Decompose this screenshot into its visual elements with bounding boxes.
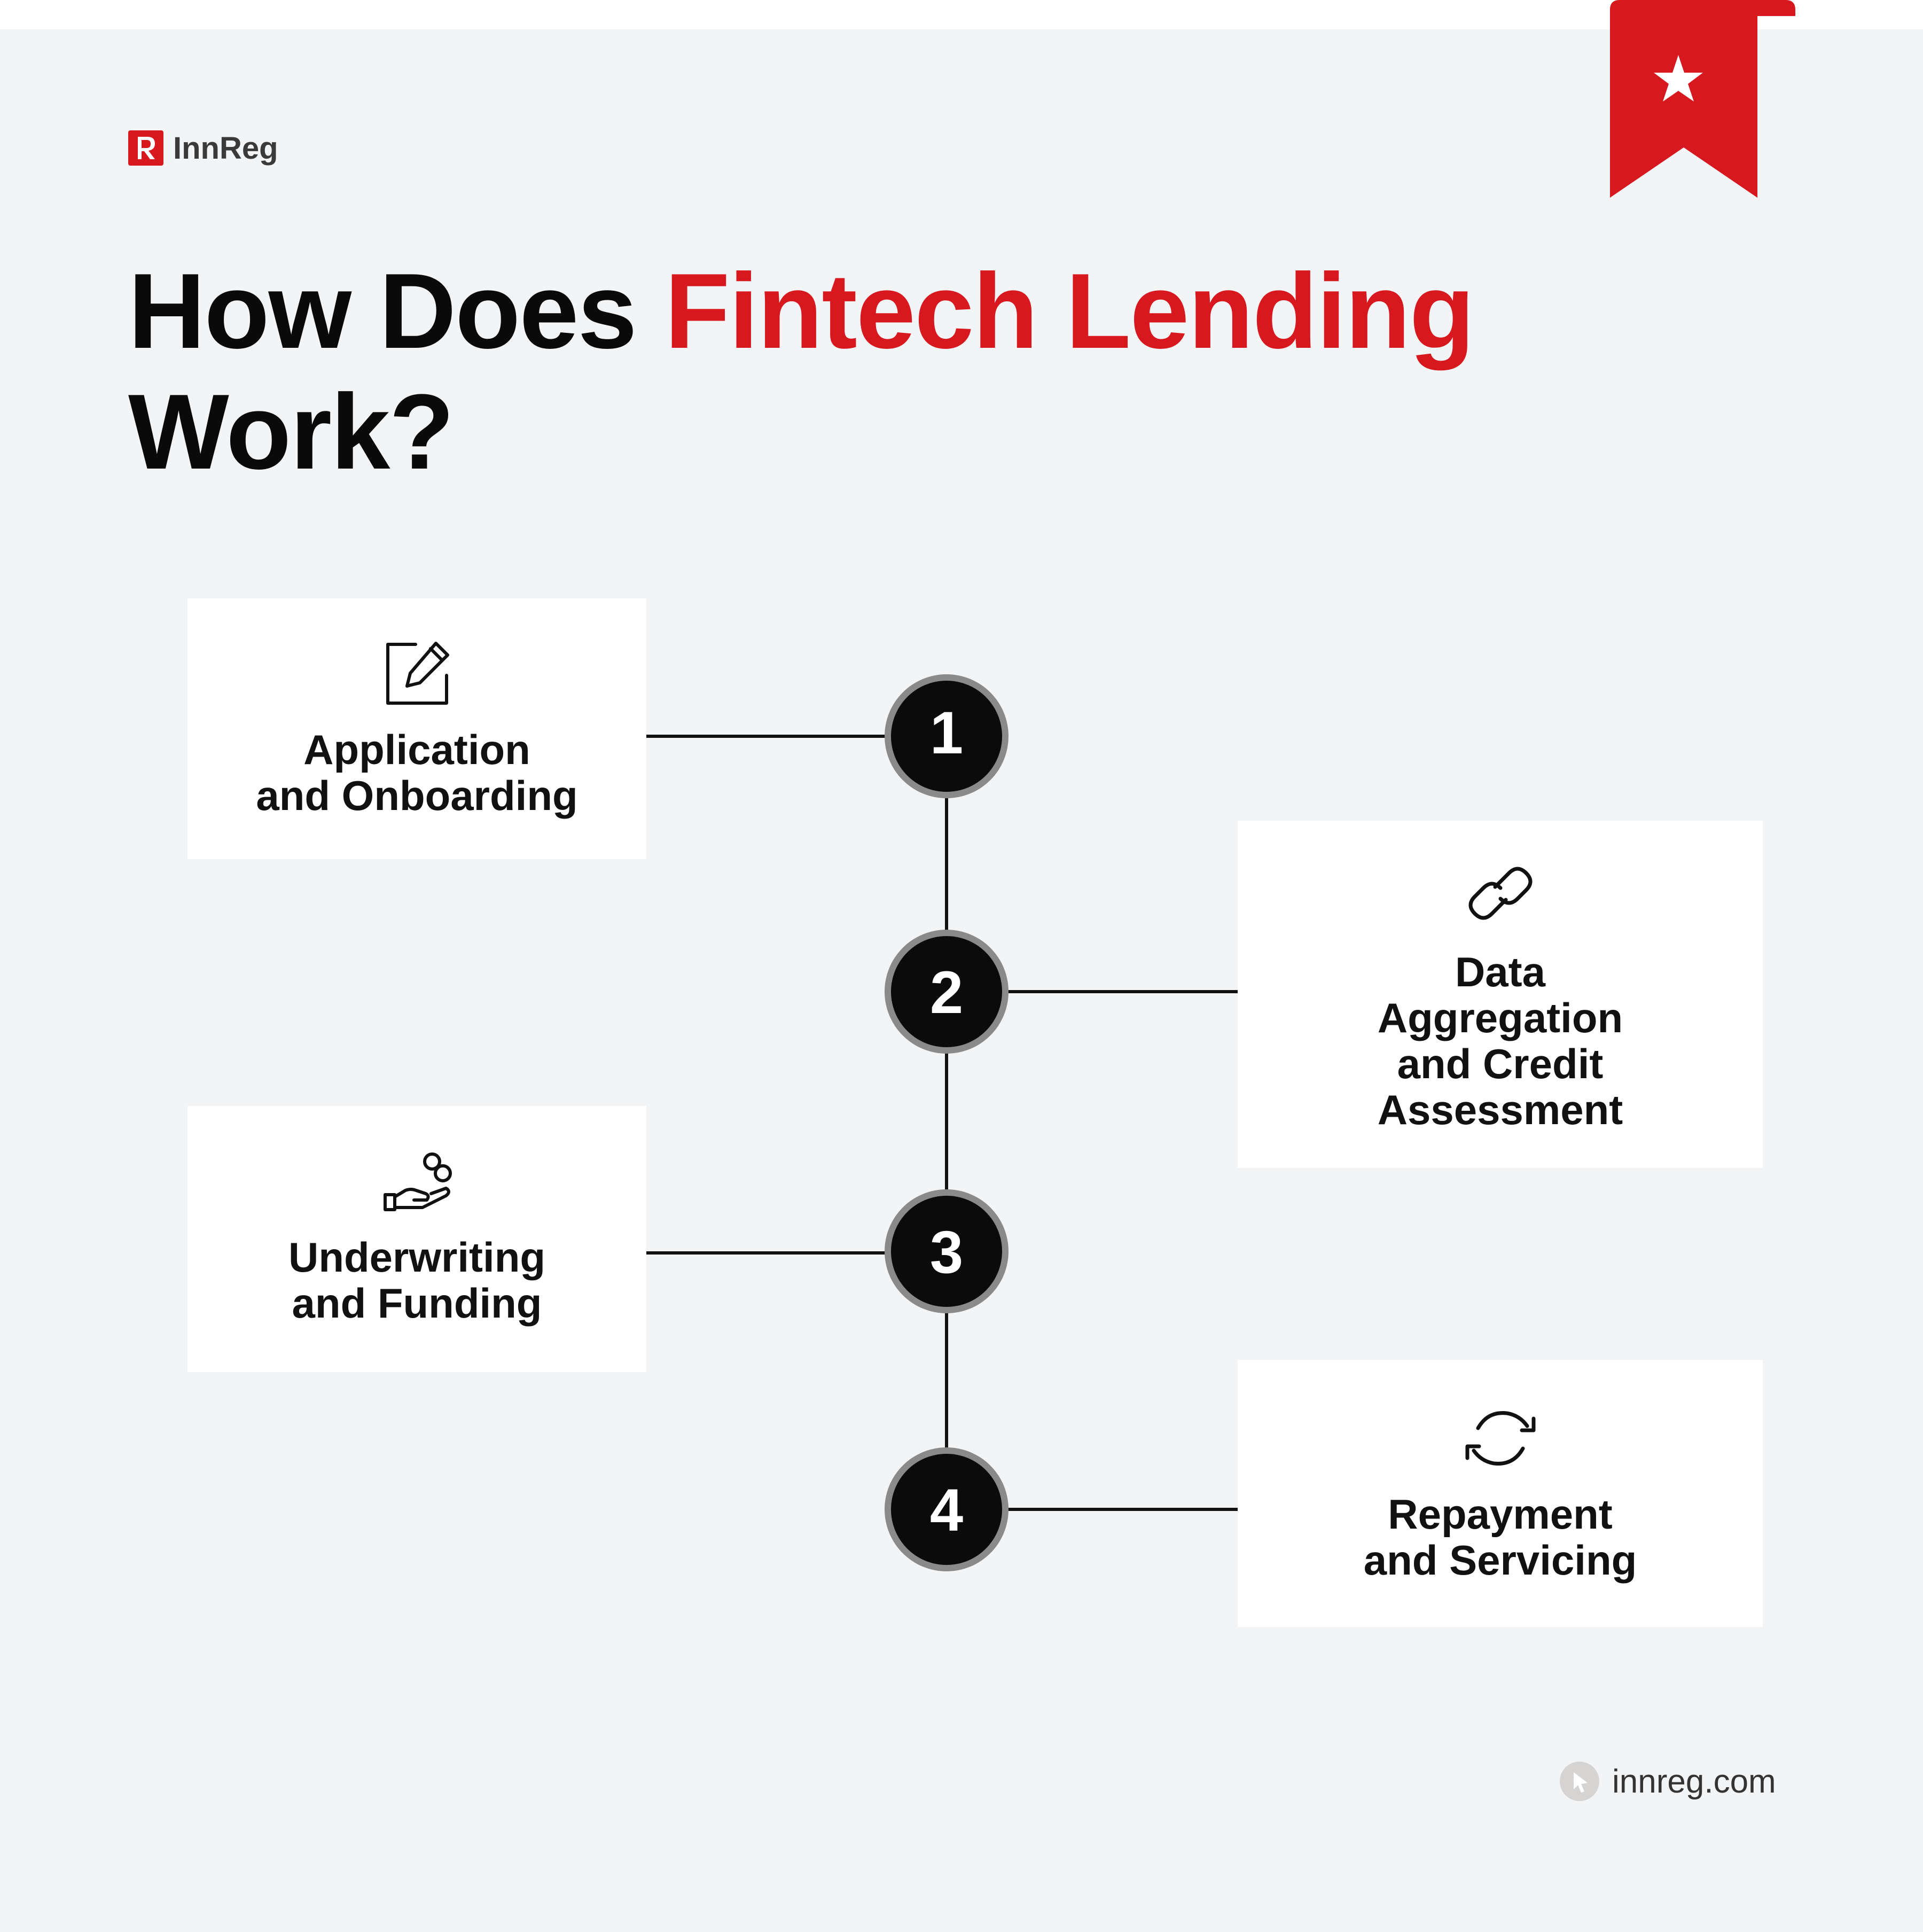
step-card-3: Underwriting and Funding: [187, 1106, 646, 1372]
step-label-3: Underwriting and Funding: [288, 1234, 545, 1327]
step-number-4: 4: [930, 1477, 963, 1544]
star-icon: [1654, 55, 1703, 102]
step-circle-3: 3: [885, 1189, 1009, 1313]
step-label-2: Data Aggregation and Credit Assessment: [1377, 948, 1623, 1133]
title-part-1: How Does: [128, 252, 665, 371]
step-circle-1: 1: [885, 674, 1009, 798]
step-number-1: 1: [930, 699, 963, 766]
bookmark-ribbon-icon: [1610, 0, 1795, 198]
refresh-arrows-icon: [1465, 1411, 1535, 1466]
step-card-1: Application and Onboarding: [187, 598, 646, 859]
title-part-2: Work?: [128, 372, 455, 492]
step-label-1: Application and Onboarding: [256, 726, 578, 819]
footer-website: innreg.com: [1559, 1760, 1776, 1803]
step-card-2: Data Aggregation and Credit Assessment: [1238, 821, 1763, 1168]
logo-mark: [128, 130, 163, 166]
logo-letter-icon: [138, 137, 155, 159]
step-label-4: Repayment and Servicing: [1363, 1491, 1637, 1584]
step-circle-2: 2: [885, 930, 1009, 1054]
step-number-2: 2: [930, 959, 963, 1026]
website-url[interactable]: innreg.com: [1612, 1763, 1776, 1800]
step-number-3: 3: [930, 1219, 963, 1286]
link-chain-icon: [1468, 867, 1532, 920]
step-card-4: Repayment and Servicing: [1238, 1360, 1763, 1627]
edit-pencil-icon: [386, 642, 449, 705]
title-highlight: Fintech Lending: [665, 252, 1474, 371]
brand-name: InnReg: [173, 130, 278, 166]
hand-coins-icon: [383, 1152, 452, 1211]
page-title: How Does Fintech Lending Work?: [128, 251, 1731, 493]
step-circle-4: 4: [885, 1447, 1009, 1571]
cursor-icon: [1560, 1762, 1599, 1801]
brand-logo: InnReg: [128, 130, 278, 166]
